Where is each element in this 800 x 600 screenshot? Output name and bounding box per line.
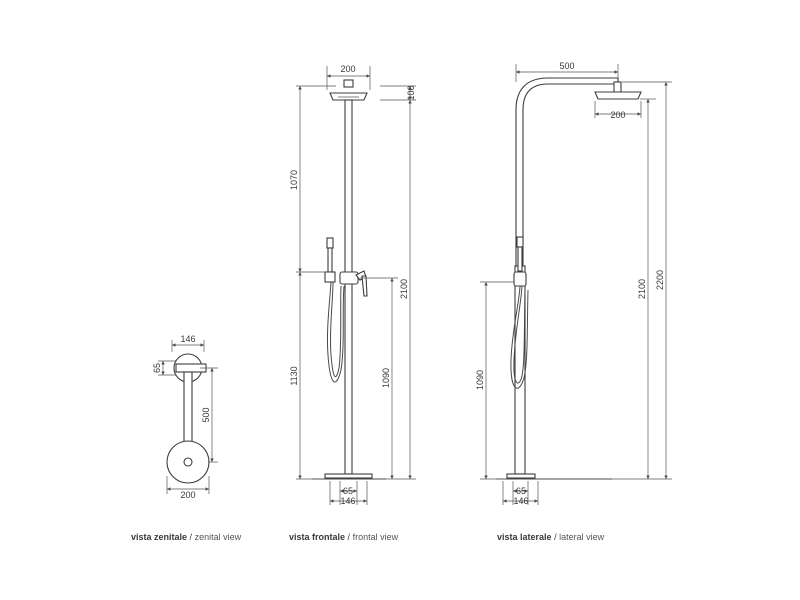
frontal-shower-head bbox=[329, 92, 368, 101]
lateral-mixer-height-dimension: 1090 bbox=[475, 281, 514, 480]
frontal-view: 200 100 107 bbox=[289, 64, 416, 506]
frontal-head-height-dimension: 100 bbox=[380, 85, 416, 101]
caption-lateral: vista laterale / lateral view bbox=[497, 532, 604, 542]
lateral-head-width-label: 200 bbox=[610, 110, 625, 120]
lateral-base-plate bbox=[506, 473, 536, 479]
caption-frontal-en: frontal view bbox=[352, 532, 399, 542]
lateral-view: 500 200 1090 bbox=[475, 61, 672, 506]
lateral-hose bbox=[510, 285, 529, 389]
frontal-lower-height-dimension: 1130 bbox=[289, 272, 330, 480]
caption-lateral-en: lateral view bbox=[559, 532, 605, 542]
frontal-mixer-height-dimension: 1090 bbox=[360, 277, 398, 479]
lateral-base-inner-label: 65 bbox=[516, 486, 526, 496]
lateral-curved-column bbox=[515, 77, 619, 267]
caption-lateral-it: vista laterale bbox=[497, 532, 552, 542]
lateral-height-2100-dimension: 2100 bbox=[612, 98, 672, 480]
frontal-total-height-dimension: 2100 bbox=[386, 100, 416, 480]
zenital-top-width-dimension: 146 bbox=[171, 334, 205, 352]
lateral-base-outer-label: 146 bbox=[513, 496, 528, 506]
lateral-hand-shower-head bbox=[516, 236, 524, 248]
frontal-top-connector bbox=[343, 79, 354, 88]
lateral-head-connector bbox=[613, 81, 622, 93]
zenital-base-width-dimension: 200 bbox=[166, 476, 210, 500]
frontal-hand-shower-handle bbox=[327, 247, 333, 273]
frontal-total-height-label: 2100 bbox=[399, 279, 409, 299]
frontal-mixer-height-label: 1090 bbox=[381, 368, 391, 388]
frontal-base-plate bbox=[324, 473, 373, 479]
frontal-head-height-label: 100 bbox=[406, 85, 416, 100]
frontal-upper-height-label: 1070 bbox=[289, 170, 299, 190]
frontal-hose bbox=[326, 281, 345, 383]
frontal-column bbox=[344, 99, 353, 475]
frontal-lower-height-label: 1130 bbox=[289, 366, 299, 385]
zenital-view: 146 65 500 200 bbox=[152, 334, 218, 500]
lateral-arm-reach-label: 500 bbox=[559, 61, 574, 71]
zenital-top-width-label: 146 bbox=[180, 334, 195, 344]
lateral-lower-column bbox=[514, 265, 526, 475]
zenital-base-center bbox=[183, 457, 193, 467]
frontal-base-outer-label: 146 bbox=[340, 496, 355, 506]
lateral-hose-inner bbox=[513, 285, 526, 384]
caption-frontal: vista frontale / frontal view bbox=[289, 532, 398, 542]
zenital-small-height-label: 65 bbox=[152, 363, 162, 373]
frontal-mixer-handle bbox=[361, 275, 368, 297]
caption-separator: / bbox=[347, 532, 351, 542]
caption-zenital-it: vista zenitale bbox=[131, 532, 188, 542]
caption-separator: / bbox=[554, 532, 557, 542]
frontal-head-width-label: 200 bbox=[340, 64, 355, 74]
caption-separator: / bbox=[189, 532, 193, 542]
frontal-hose-inner bbox=[329, 281, 342, 378]
caption-zenital-en: zenital view bbox=[194, 532, 242, 542]
zenital-arm-length-label: 500 bbox=[201, 407, 211, 422]
zenital-base-width-label: 200 bbox=[180, 490, 195, 500]
lateral-base-dimensions: 65 146 bbox=[502, 481, 539, 506]
lateral-mixer bbox=[513, 271, 527, 287]
lateral-height-2100-label: 2100 bbox=[637, 279, 647, 299]
lateral-mixer-height-label: 1090 bbox=[475, 370, 485, 390]
frontal-hand-shower-head bbox=[326, 237, 334, 249]
lateral-height-2200-label: 2200 bbox=[655, 270, 665, 290]
frontal-mixer bbox=[339, 271, 359, 285]
lateral-hand-shower-handle bbox=[517, 246, 523, 272]
lateral-head-width-dimension: 200 bbox=[594, 101, 642, 120]
lateral-height-2200-dimension: 2200 bbox=[622, 81, 672, 479]
lateral-shower-head bbox=[594, 91, 642, 100]
caption-zenital: vista zenitale / zenital view bbox=[131, 532, 241, 542]
frontal-upper-height-dimension: 1070 bbox=[289, 85, 336, 273]
frontal-hand-shower-holder bbox=[324, 271, 336, 283]
zenital-arm-length-dimension: 500 bbox=[200, 367, 218, 463]
caption-frontal-it: vista frontale bbox=[289, 532, 346, 542]
frontal-base-dimensions: 65 146 bbox=[329, 481, 368, 506]
frontal-base-inner-label: 65 bbox=[343, 486, 353, 496]
